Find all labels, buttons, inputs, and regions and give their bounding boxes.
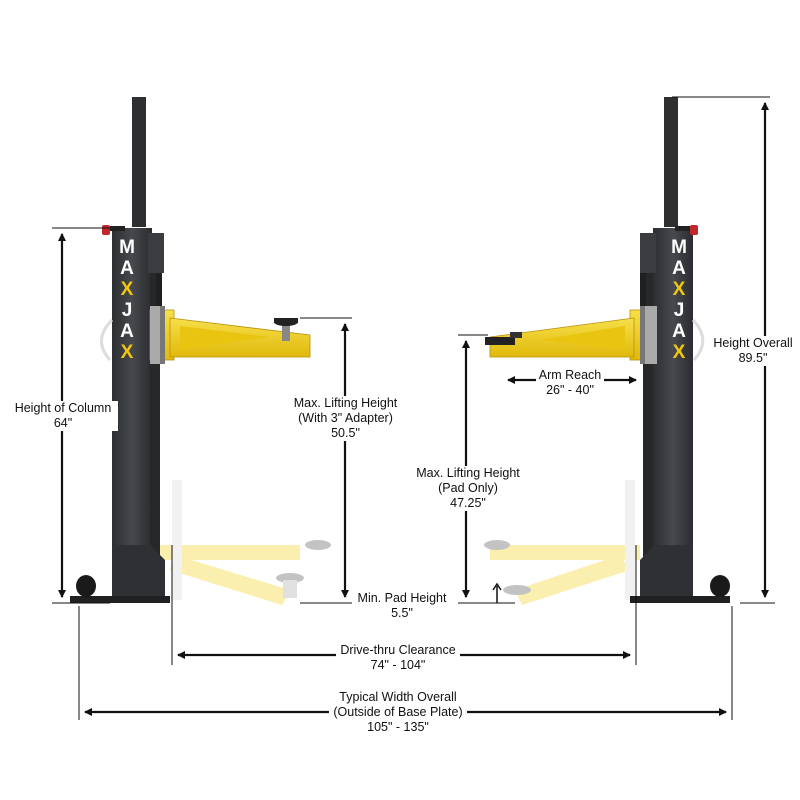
min-pad-height-label: Min. Pad Height 5.5" (357, 591, 447, 620)
right-column (484, 97, 735, 605)
left-column-body (112, 228, 152, 593)
left-column (70, 97, 331, 605)
right-raised-arm (485, 306, 657, 364)
left-lowered-arm-ghost (160, 480, 331, 605)
right-post (664, 97, 678, 227)
right-lowered-arm-ghost (484, 480, 640, 605)
drive-thru-label: Drive-thru Clearance 74" - 104" (328, 643, 468, 673)
max-lift-adapter-label: Max. Lifting Height (With 3" Adapter) 50… (278, 396, 413, 441)
right-column-body (653, 228, 693, 593)
left-raised-arm (149, 306, 311, 364)
width-overall-label: Typical Width Overall (Outside of Base P… (318, 690, 478, 735)
height-of-column-label: Height of Column 64" (8, 401, 118, 431)
left-post (132, 97, 146, 227)
height-overall-label: Height Overall 89.5" (708, 336, 798, 366)
arm-reach-label: Arm Reach 26" - 40" (530, 368, 610, 398)
max-lift-pad-label: Max. Lifting Height (Pad Only) 47.25" (408, 466, 528, 511)
